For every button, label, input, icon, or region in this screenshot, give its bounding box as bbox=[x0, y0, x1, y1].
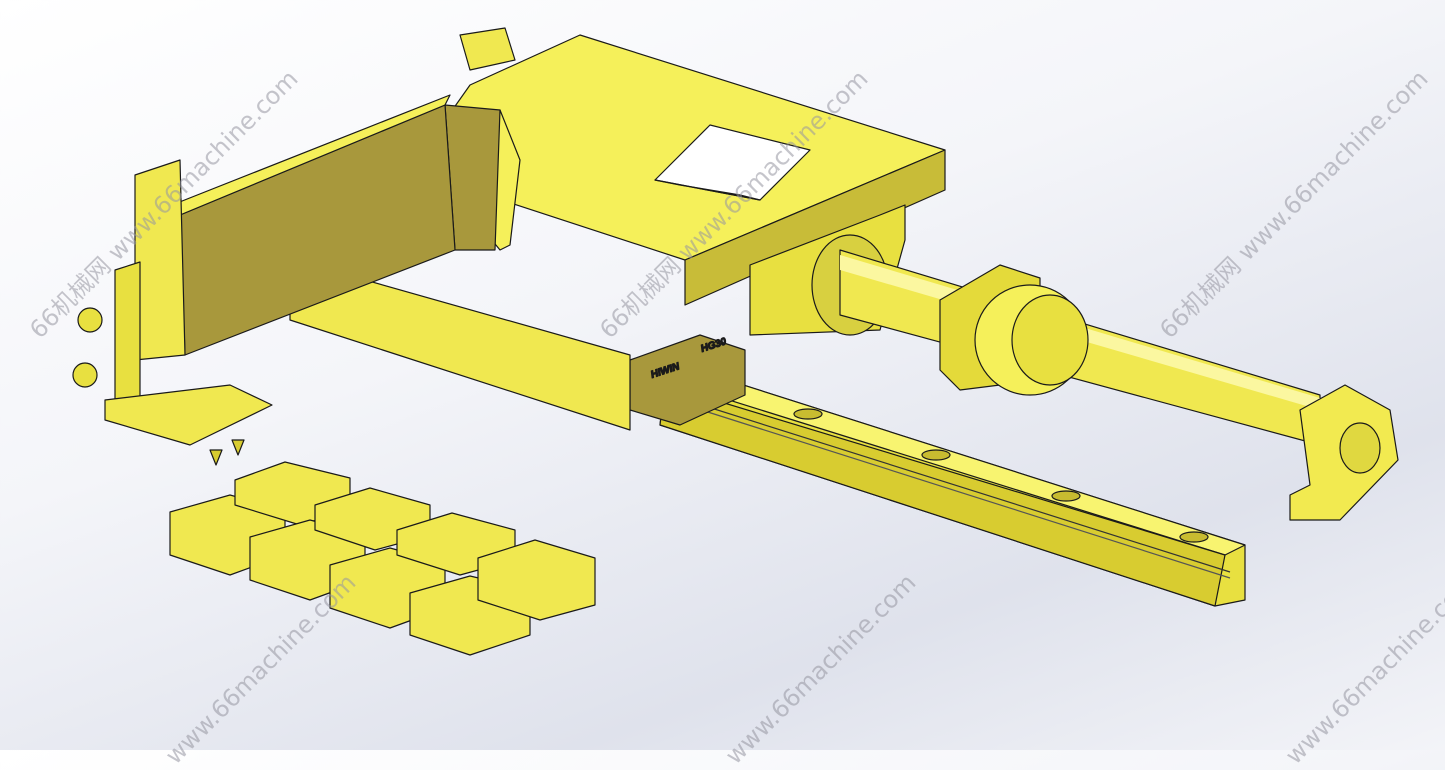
vertical-slide-plate bbox=[114, 27, 521, 416]
pneumatic-fittings bbox=[72, 307, 103, 388]
rail-carriage-block: HIWIN HG30 bbox=[629, 334, 746, 426]
bottom-bracket bbox=[104, 384, 273, 466]
product-trays bbox=[169, 461, 596, 656]
ball-screw-assembly bbox=[749, 204, 1399, 521]
cad-viewport[interactable]: HIWIN HG30 bbox=[0, 0, 1445, 750]
linear-guide-rail bbox=[659, 367, 1246, 607]
base-plate bbox=[289, 34, 946, 431]
